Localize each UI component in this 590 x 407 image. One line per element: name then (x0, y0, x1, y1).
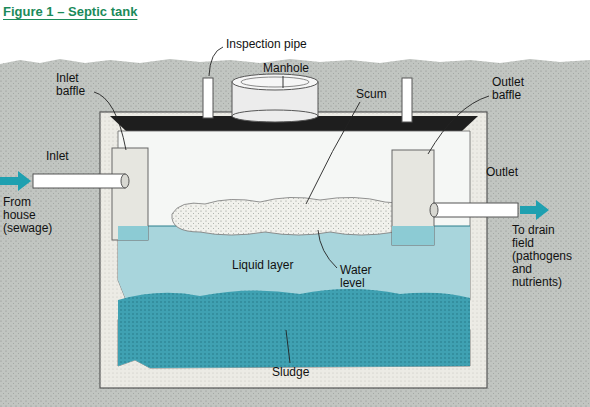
outlet-baffle (392, 150, 434, 245)
leader-line (428, 96, 489, 154)
leader-line (283, 76, 284, 88)
soil (0, 59, 590, 407)
part-label: From house (sewage) (3, 196, 52, 235)
soil-texture (0, 59, 590, 407)
leader-line (94, 92, 126, 150)
tank-cavity (118, 131, 470, 368)
inlet-pipe-end (121, 174, 129, 188)
part-label: Inlet baffle (56, 72, 85, 98)
part-label: Outlet (486, 166, 518, 179)
leader-line (209, 47, 223, 76)
figure-title: Figure 1 – Septic tank (3, 4, 137, 19)
inlet-baffle (112, 148, 148, 240)
flow-arrow (0, 171, 31, 191)
outlet-pipe (434, 203, 518, 217)
tank-wall (100, 112, 487, 388)
part-label: Inspection pipe (226, 38, 307, 51)
tank-wall-texture (100, 112, 487, 388)
outlet-pipe-end (430, 203, 438, 217)
liquid (118, 226, 470, 368)
scum-layer (172, 197, 419, 235)
inspection-pipe (203, 78, 213, 118)
inlet-pipe (33, 174, 125, 188)
inspection-pipe (402, 78, 412, 122)
leader-line (286, 330, 290, 363)
sludge-texture (118, 289, 470, 368)
leader-line (318, 230, 337, 268)
part-label: Water level (340, 264, 372, 290)
sludge (118, 289, 470, 368)
part-label: Outlet baffle (492, 76, 524, 102)
manhole-lid (232, 74, 318, 90)
manhole-base (232, 110, 318, 122)
outlet-baffle-water (392, 226, 434, 245)
manhole-lid-rim (241, 77, 309, 87)
part-label: Scum (356, 88, 387, 101)
part-label: Sludge (272, 366, 309, 379)
part-label: Manhole (263, 62, 309, 75)
inlet-baffle-water (118, 226, 148, 240)
part-label: Liquid layer (232, 259, 293, 272)
part-label: To drain field (pathogens and nutrients) (512, 224, 572, 289)
part-label: Inlet (46, 150, 69, 163)
flow-arrow (520, 200, 549, 220)
scum-texture (172, 197, 419, 235)
leader-line (306, 102, 360, 204)
